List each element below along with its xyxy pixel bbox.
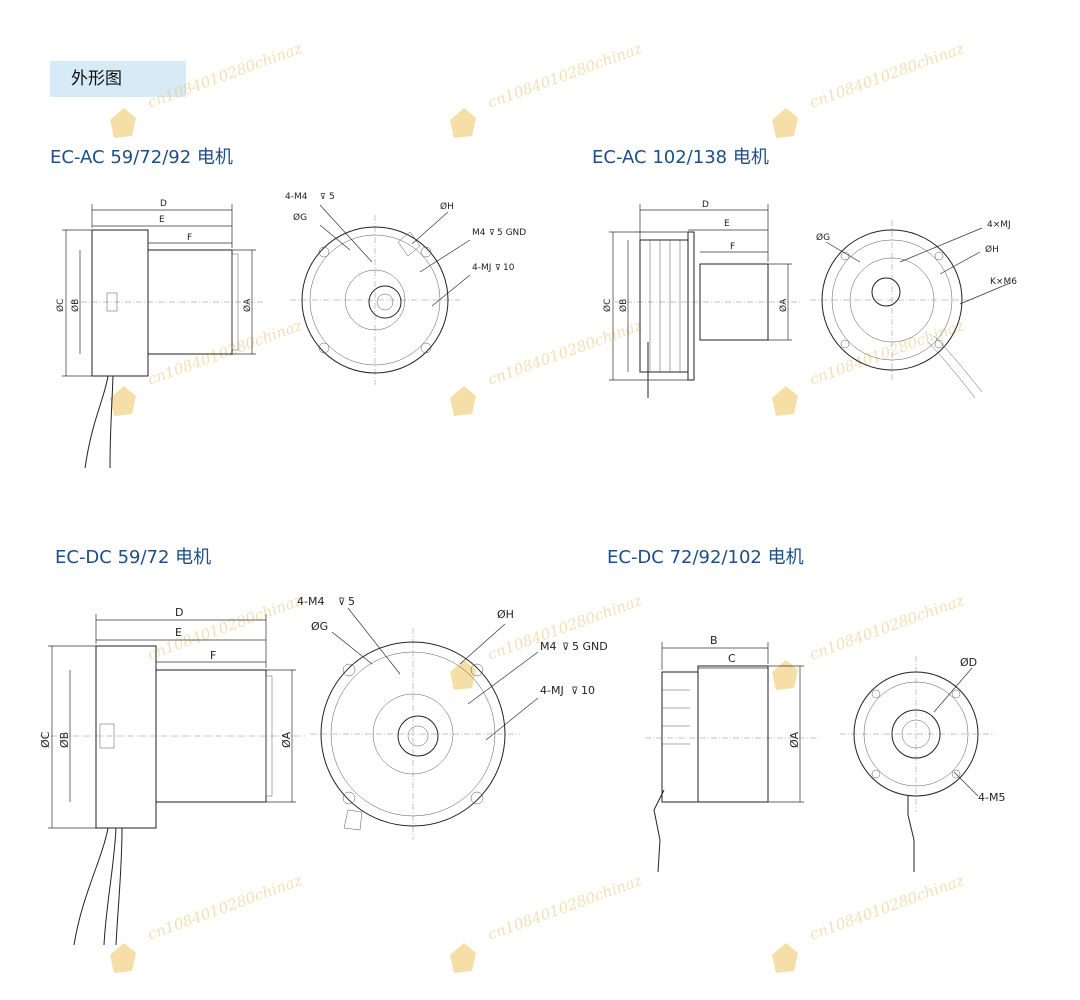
watermark-text: cn1084010280chinaz (145, 316, 304, 389)
front-label: 4-M5 (978, 791, 1005, 804)
dimension-label: ØB (70, 299, 81, 312)
watermark-icon (772, 386, 798, 416)
front-label: ØG (311, 620, 328, 633)
panel-3-title: EC-DC 59/72 电机 (55, 547, 212, 568)
dimension-label: ØA (788, 731, 801, 748)
watermark-icon (772, 943, 798, 973)
front-label: 4-MJ (540, 684, 564, 697)
section-tag: 外形图 (50, 61, 186, 97)
panel-3-front-view: 4-M4 ⊽ 5 ØG ØH M4 ⊽ 5 GND 4-MJ ⊽ 10 (297, 595, 608, 840)
front-label: ⊽ (320, 192, 326, 201)
watermark-icon (110, 108, 136, 138)
watermark-text: cn1084010280chinaz (485, 871, 644, 944)
front-label: 5 GND (572, 640, 608, 653)
watermark-text: cn1084010280chinaz (145, 39, 304, 112)
dimension-label: ØA (280, 731, 293, 748)
front-label: 4-M4 (285, 192, 308, 202)
front-label: ⊽ (489, 228, 495, 237)
panel-1-title: EC-AC 59/72/92 电机 (50, 147, 233, 168)
watermark-text: cn1084010280chinaz (807, 316, 966, 389)
front-label: ØH (440, 201, 454, 212)
panel-4-front-view: ØD 4-M5 (840, 656, 1005, 872)
watermark-text: cn1084010280chinaz (807, 591, 966, 664)
watermark-icon (772, 660, 798, 690)
dimension-label: B (710, 634, 718, 647)
watermark-icon (450, 660, 476, 690)
dimension-label: F (210, 649, 216, 662)
front-label: ØD (960, 656, 977, 669)
dimension-label: F (187, 233, 192, 243)
front-label: ⊽ (338, 597, 345, 608)
watermark-text: cn1084010280chinaz (485, 39, 644, 112)
dimension-label: E (724, 219, 730, 229)
dimension-label: D (702, 200, 709, 210)
dimension-label: D (160, 199, 167, 209)
front-label: 5 GND (497, 228, 526, 238)
panel-3-side-view: D E F ØC ØB ØA (39, 606, 305, 946)
watermark-text: cn1084010280chinaz (807, 871, 966, 944)
watermark-icon (772, 108, 798, 138)
watermark-text: cn1084010280chinaz (807, 39, 966, 112)
front-label: 10 (503, 263, 515, 273)
panel-2-side-view: D E F ØC ØB ØA (602, 200, 800, 398)
front-label: M4 (540, 640, 557, 653)
watermark-layer: cn1084010280chinaz cn1084010280chinaz cn… (110, 39, 966, 973)
watermark-icon (450, 386, 476, 416)
watermark-text: cn1084010280chinaz (145, 591, 304, 664)
front-label: ØG (816, 232, 830, 243)
watermark-text: cn1084010280chinaz (485, 316, 644, 389)
dimension-label: ØC (55, 299, 66, 312)
dimension-label: ØB (618, 299, 629, 312)
dimension-label: ØC (602, 299, 613, 312)
panel-4-side-view: B C ØA (645, 634, 820, 873)
front-label: ⊽ (562, 642, 569, 653)
dimension-label: C (728, 652, 736, 665)
panel-2-front-view: ØG 4×MJ ØH K×M6 (810, 220, 1017, 399)
dimension-label: ØA (242, 298, 253, 312)
front-label: ⊽ (571, 686, 578, 697)
watermark-icon (110, 943, 136, 973)
panel-2-title: EC-AC 102/138 电机 (592, 147, 769, 168)
dimension-label: E (175, 626, 182, 639)
front-label: ØG (293, 212, 307, 223)
front-label: 4-MJ (472, 263, 491, 273)
dimension-label: ØA (778, 298, 789, 312)
front-label: ØH (985, 244, 999, 255)
front-label: 5 (348, 595, 355, 608)
watermark-text: cn1084010280chinaz (145, 871, 304, 944)
dimension-label: ØC (39, 731, 52, 748)
front-label: 4-M4 (297, 595, 324, 608)
dimension-label: ØB (58, 732, 71, 748)
front-label: K×M6 (990, 277, 1017, 287)
front-label: 5 (329, 192, 335, 202)
panel-1-front-view: 4-M4 ⊽ 5 ØG ØH M4 ⊽ 5 GND 4-MJ ⊽ 10 (285, 192, 526, 385)
watermark-icon (450, 108, 476, 138)
front-label: ⊽ (495, 263, 501, 272)
front-label: ØH (497, 608, 514, 621)
panel-1-side-view: D E F ØC ØB ØA (55, 199, 265, 469)
dimension-label: F (730, 242, 735, 252)
watermark-icon (110, 386, 136, 416)
panel-4-title: EC-DC 72/92/102 电机 (607, 547, 804, 568)
front-label: M4 (472, 228, 486, 238)
watermark-icon (450, 943, 476, 973)
front-label: 10 (581, 684, 595, 697)
dimension-label: E (159, 215, 165, 225)
front-label: 4×MJ (987, 220, 1011, 230)
dimension-label: D (175, 606, 183, 619)
